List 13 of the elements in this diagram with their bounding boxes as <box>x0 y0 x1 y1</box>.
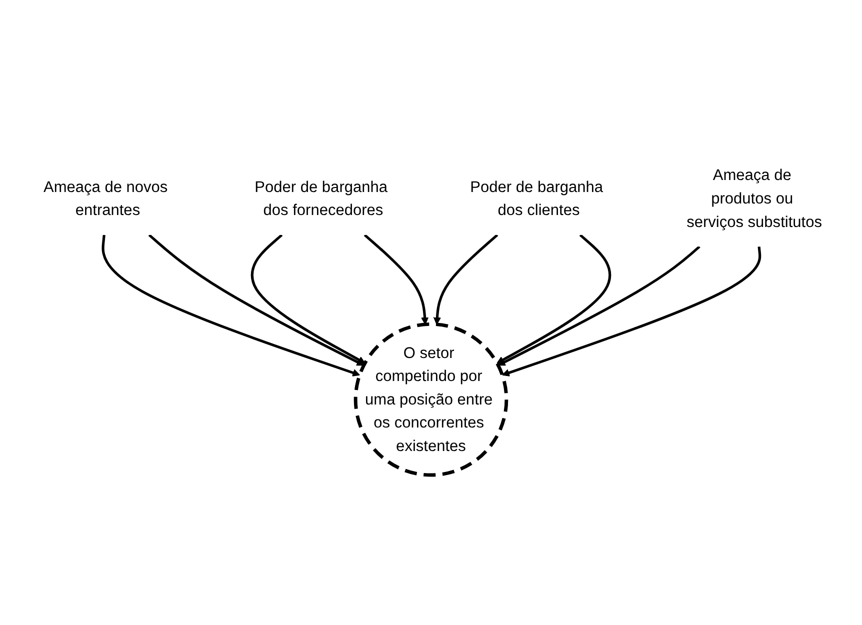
node-circle: O setor competindo por uma posição entre os concorrentes existentes <box>354 322 508 476</box>
node-text: Poder de barganha dos clientes <box>470 178 604 218</box>
node-text: Ameaça de produtos ou serviços substitutos <box>686 166 822 230</box>
node-text: Poder de barganha dos fornecedores <box>254 178 388 218</box>
node-text: Ameaça de novos entrantes <box>43 178 168 218</box>
arrow <box>502 246 762 376</box>
arrow <box>364 234 429 324</box>
arrow <box>148 234 364 366</box>
arrow <box>433 234 498 324</box>
arrow <box>102 234 360 376</box>
arrow <box>496 234 612 364</box>
arrow <box>498 245 700 366</box>
arrow <box>250 234 366 364</box>
